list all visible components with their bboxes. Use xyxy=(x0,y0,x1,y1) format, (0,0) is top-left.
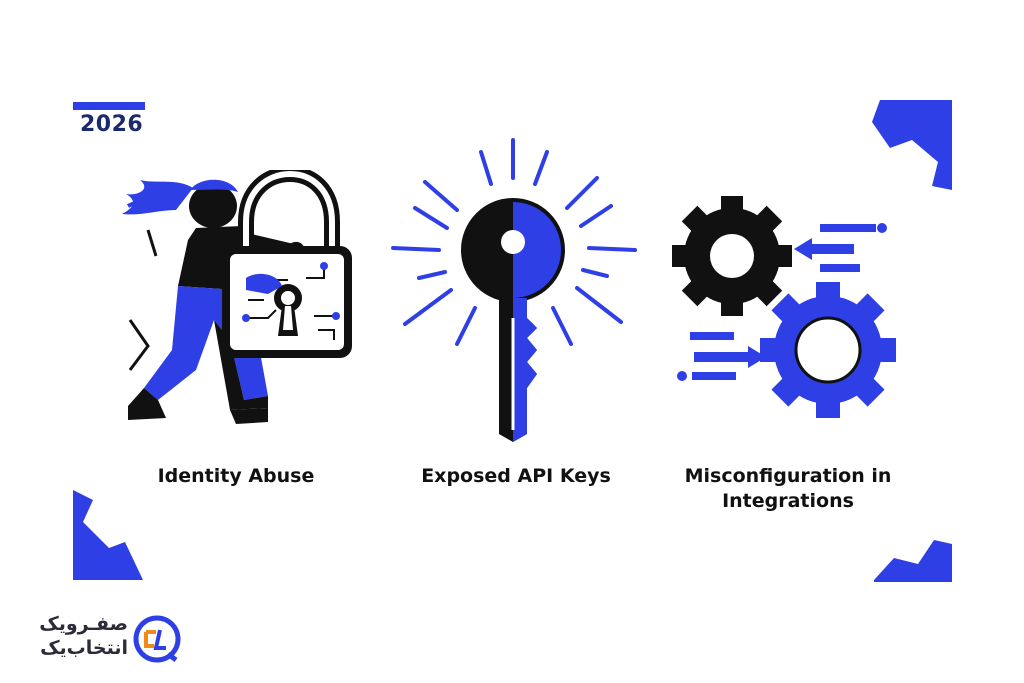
caption-misconfiguration-line2: Integrations xyxy=(722,490,854,512)
year-label: 2026 xyxy=(80,112,144,137)
person-with-padlock-icon xyxy=(122,170,352,424)
gears-icon xyxy=(672,196,896,418)
caption-misconfiguration: Misconfiguration in Integrations xyxy=(668,464,908,514)
logo-mark-icon xyxy=(133,615,181,663)
corner-accent-bottom-right xyxy=(874,540,952,582)
caption-misconfiguration-line1: Misconfiguration in xyxy=(684,465,892,487)
logo-text: صفـرویک انتخاب‌یک xyxy=(14,612,128,660)
corner-accent-top-right xyxy=(872,100,952,190)
logo-line1: صفـرویک xyxy=(39,613,128,635)
logo-line2: انتخاب‌یک xyxy=(40,637,128,659)
key-icon xyxy=(391,138,637,442)
corner-accent-bottom-left xyxy=(73,490,143,580)
caption-exposed-api-keys: Exposed API Keys xyxy=(421,465,611,487)
year-bar xyxy=(73,102,145,110)
caption-identity-abuse: Identity Abuse xyxy=(157,465,315,487)
